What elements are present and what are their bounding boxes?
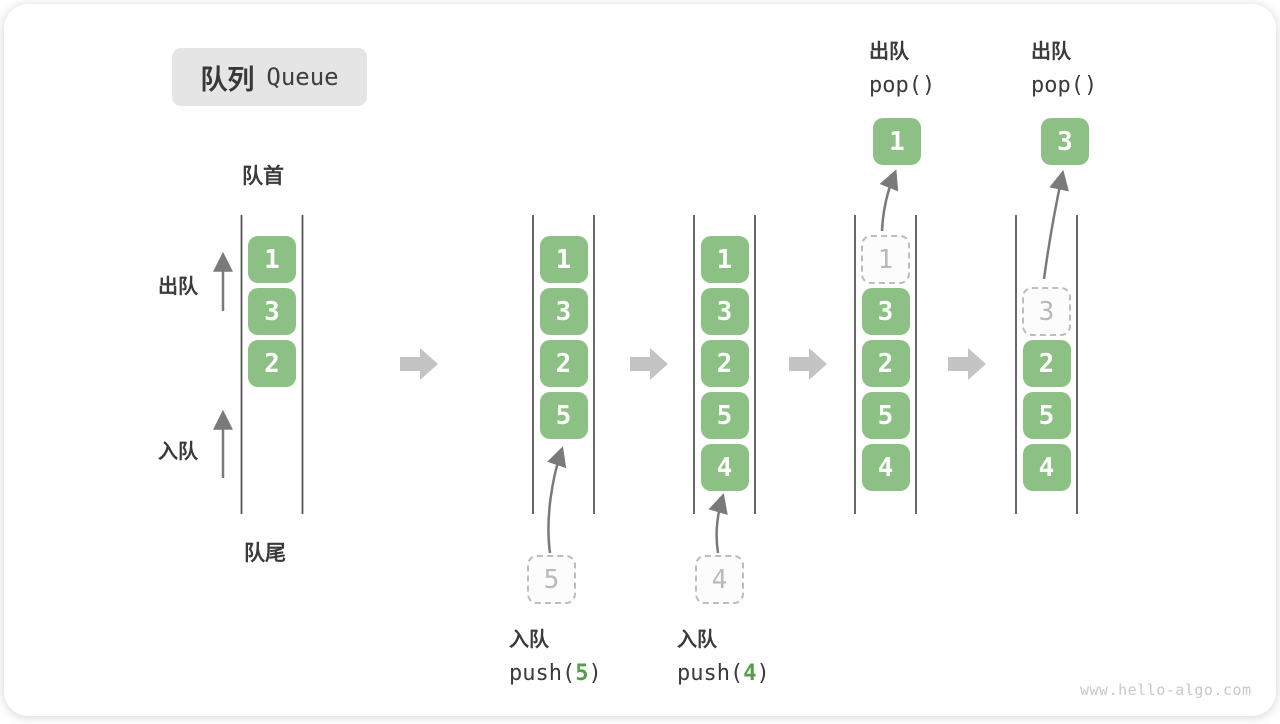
queue-item: 2 <box>1022 340 1071 387</box>
pop1-name: 出队 <box>869 39 909 63</box>
push5-code: push(5) <box>509 661 602 686</box>
push4-code: push(4) <box>677 661 770 686</box>
queue-container-state-1 <box>240 215 304 514</box>
queue-item: 2 <box>539 340 588 387</box>
pop3-arrow <box>1042 169 1069 280</box>
queue-item: 5 <box>1022 392 1071 439</box>
queue-item: 2 <box>861 340 910 387</box>
queue-item: 5 <box>700 392 749 439</box>
queue-item: 3 <box>861 288 910 335</box>
queue-item: 4 <box>700 444 749 491</box>
queue-container-state-5 <box>1015 215 1078 514</box>
queue-item: 3 <box>700 288 749 335</box>
queue-item: 1 <box>700 236 749 283</box>
push5-name: 入队 <box>509 627 549 651</box>
queue-item: 5 <box>861 392 910 439</box>
pop2-operation-label: 出队 pop() <box>1031 35 1097 98</box>
removed-item-ghost: 3 <box>1022 287 1071 336</box>
queue-rear-label: 队尾 <box>244 541 286 565</box>
state-transition-arrow-1 <box>400 348 438 380</box>
dequeue-side-label: 出队 <box>158 274 198 298</box>
enqueue-side-label: 入队 <box>158 439 198 463</box>
pop2-name: 出队 <box>1031 39 1071 63</box>
queue-container-state-3 <box>693 215 756 514</box>
queue-item: 2 <box>700 340 749 387</box>
push5-arrow <box>547 446 567 554</box>
queue-container-state-4 <box>854 215 917 514</box>
pop1-code: pop() <box>869 73 936 98</box>
arrows-and-lines-layer <box>213 169 1078 554</box>
popped-item: 3 <box>1041 118 1089 165</box>
pop1-operation-label: 出队 pop() <box>869 35 935 98</box>
state-transition-arrow-2 <box>630 348 668 380</box>
push4-operation-label: 入队 push(4) <box>677 623 770 686</box>
title-zh: 队列 <box>200 64 255 96</box>
pop2-code: pop() <box>1031 73 1098 98</box>
pop1-arrow <box>879 169 899 232</box>
queue-item: 1 <box>248 236 296 283</box>
queue-item: 4 <box>1022 444 1071 491</box>
push4-arrow <box>708 493 728 554</box>
queue-item: 4 <box>861 444 910 491</box>
queue-item: 3 <box>248 288 296 335</box>
watermark: www.hello-algo.com <box>1080 681 1252 699</box>
title-badge: 队列 Queue <box>172 48 367 106</box>
push5-operation-label: 入队 push(5) <box>509 623 602 686</box>
push4-name: 入队 <box>677 627 717 651</box>
diagram-card: 队列 Queue 队首 队尾 出队 入队 1 3 2 1 3 2 5 5 1 3… <box>4 4 1276 716</box>
state-transition-arrow-4 <box>948 348 986 380</box>
queue-item: 1 <box>539 236 588 283</box>
state-transition-arrow-3 <box>789 348 827 380</box>
queue-item: 2 <box>248 340 296 387</box>
popped-item: 1 <box>873 118 921 165</box>
queue-container-state-2 <box>532 215 595 514</box>
pending-item-ghost: 5 <box>527 555 576 604</box>
title-en: Queue <box>266 63 339 91</box>
removed-item-ghost: 1 <box>861 235 910 284</box>
queue-front-label: 队首 <box>242 164 284 188</box>
pending-item-ghost: 4 <box>695 555 744 604</box>
queue-item: 5 <box>539 392 588 439</box>
queue-item: 3 <box>539 288 588 335</box>
